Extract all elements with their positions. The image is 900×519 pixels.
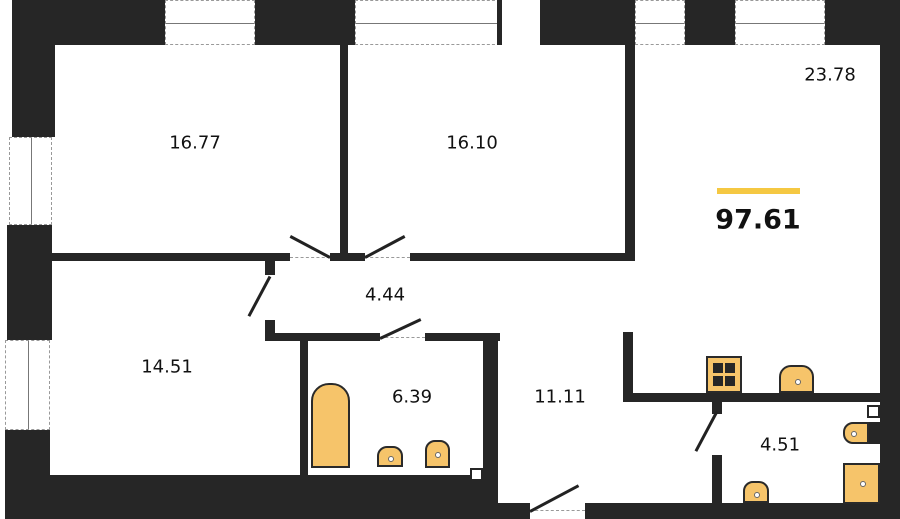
bedroom-2-door[interactable] [364,235,406,259]
wall [50,253,290,261]
wall [12,0,55,137]
wall [265,320,275,341]
wall [712,402,722,414]
wc-door[interactable] [694,410,719,452]
toilet-icon [425,440,450,468]
wall [623,332,633,402]
room-area-bathroom: 6.39 [391,386,433,408]
wall [483,333,498,519]
room-area-wc: 4.51 [759,434,801,456]
wall [5,475,498,519]
door-gap [530,510,585,511]
bathroom-sink-icon [377,446,403,467]
window [735,0,825,45]
wall [497,0,502,45]
wc-sink-icon [743,481,769,503]
wall [340,45,348,260]
wall [685,0,735,45]
wall [625,45,635,260]
stove-icon [706,356,742,393]
kitchen-sink-icon [779,365,814,393]
wall [712,455,722,519]
wc-toilet-icon [843,422,869,444]
shower-icon [843,463,880,504]
vent-shaft [470,468,483,481]
bedroom-1-door[interactable] [289,235,331,259]
total-area: 97.61 [715,204,801,236]
window [165,0,255,45]
window [5,340,50,430]
window [355,0,500,45]
wall [585,503,900,519]
room-area-bedroom-3: 14.51 [141,356,193,378]
window [635,0,685,45]
accent-bar [717,188,800,194]
wall [255,0,355,45]
door-gap [365,257,410,258]
door-gap [380,337,425,338]
window [9,137,52,225]
bedroom-3-door[interactable] [247,275,272,317]
room-area-bedroom-2: 16.10 [446,132,498,154]
room-area-corridor: 4.44 [364,284,406,306]
wall [623,393,880,402]
wall [880,0,900,519]
wall [540,0,635,45]
wall [410,253,635,261]
room-area-hallway: 11.11 [534,386,586,408]
door-gap [290,257,330,258]
entrance-door[interactable] [529,484,580,513]
wall [265,261,275,275]
wall [867,422,880,444]
room-area-kitchen: 23.78 [804,64,856,86]
bathtub-icon [311,383,350,468]
wall [425,333,500,341]
wall [7,225,52,340]
wall [265,333,380,341]
room-area-bedroom-1: 16.77 [169,132,221,154]
vent-shaft [867,405,880,418]
wall [300,333,308,478]
